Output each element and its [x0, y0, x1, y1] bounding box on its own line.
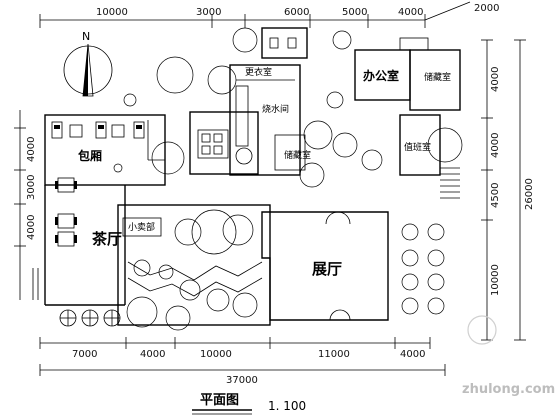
right-total-dim: 26000: [524, 178, 535, 210]
top-kiosk: [261, 27, 308, 59]
top-dim-5: 4000: [398, 7, 423, 18]
watermark: zhulong.com: [462, 315, 555, 397]
room-label-boiler-room: 烧水间: [262, 103, 289, 115]
plaza-ornament: [59, 309, 121, 327]
bottom-dimension-line: 7000 4000 10000 11000 4000 37000: [39, 337, 446, 386]
bottom-dim-5: 4000: [400, 349, 425, 360]
office-building: 办公室 储藏室 值班室: [354, 37, 461, 199]
room-label-office: 办公室: [363, 68, 399, 83]
right-dim-4: 10000: [490, 264, 501, 296]
service-building: 更衣室 烧水间 储藏室: [189, 64, 311, 176]
right-dim-3: 4500: [490, 183, 501, 208]
top-dim-1: 10000: [96, 7, 128, 18]
left-dim-3: 4000: [26, 215, 37, 240]
bottom-total-dim: 37000: [226, 375, 258, 386]
left-dimension-line: 4000 3000 4000: [14, 110, 37, 300]
north-arrow-fill: [83, 44, 88, 96]
north-arrow: N: [63, 30, 113, 97]
top-right-dim: 2000: [474, 3, 499, 14]
drawing-title: 平面图: [200, 393, 239, 408]
bottom-dim-4: 11000: [318, 349, 350, 360]
top-dim-4: 5000: [342, 7, 367, 18]
room-label-changing-room: 更衣室: [245, 66, 272, 78]
room-label-duty-room: 值班室: [404, 141, 431, 153]
room-label-private-room: 包厢: [77, 148, 102, 163]
bottom-dim-3: 10000: [200, 349, 232, 360]
bottom-dim-2: 4000: [140, 349, 165, 360]
north-label: N: [82, 30, 90, 43]
watermark-text: zhulong.com: [462, 382, 555, 397]
left-dim-1: 4000: [26, 137, 37, 162]
room-label-exhibition-hall: 展厅: [312, 260, 342, 278]
right-dim-1: 4000: [490, 67, 501, 92]
room-label-storage-left: 储藏室: [284, 149, 311, 161]
room-label-storage-right: 储藏室: [424, 71, 451, 83]
exhibition-building: 小卖部 展厅: [117, 204, 389, 326]
tea-building: 包厢 茶厅: [32, 114, 166, 306]
top-dim-3: 6000: [284, 7, 309, 18]
drawing-scale: 1. 100: [268, 399, 306, 413]
room-label-small-shop: 小卖部: [128, 221, 155, 233]
top-dim-2: 3000: [196, 7, 221, 18]
top-dimension-line: 10000 3000 6000 5000 4000 2000: [39, 1, 499, 28]
room-label-tea-hall: 茶厅: [92, 230, 122, 248]
watermark-logo-icon: [467, 315, 497, 345]
right-dim-2: 4000: [490, 133, 501, 158]
landscape-trees: [113, 27, 463, 331]
right-dimension-line: 4000 4000 4500 10000 26000: [481, 39, 535, 341]
title-block: 平面图 1. 100: [192, 393, 306, 415]
garden-path: [127, 261, 263, 297]
left-dim-2: 3000: [26, 175, 37, 200]
bottom-dim-1: 7000: [72, 349, 97, 360]
